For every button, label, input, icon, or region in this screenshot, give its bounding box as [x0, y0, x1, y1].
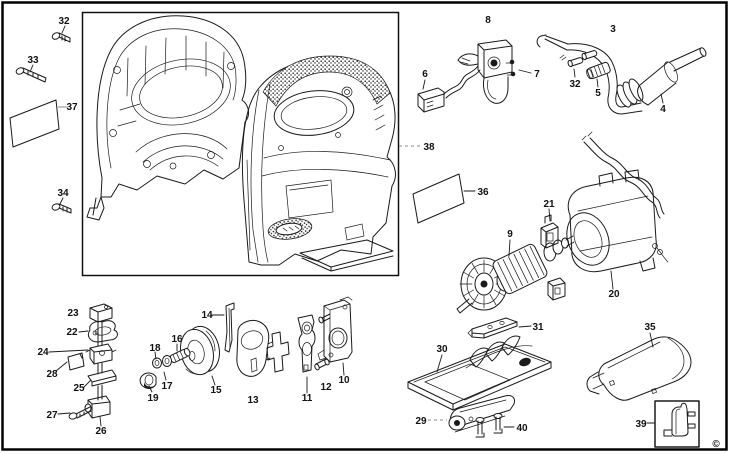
main-assembly-box	[81, 11, 400, 277]
part-label-11: 11	[302, 393, 313, 404]
counterweight-cluster-drawing	[236, 296, 353, 377]
part-label-25: 25	[73, 383, 85, 394]
gear-cluster-drawing	[139, 302, 235, 389]
part-label-4: 4	[660, 104, 666, 115]
part-label-20: 20	[608, 289, 620, 300]
part-label-9: 9	[507, 229, 513, 240]
screw-34-drawing	[51, 203, 72, 214]
clamp-5-drawing	[586, 61, 611, 80]
motor-wires-drawing	[581, 131, 665, 219]
part-labels: 32 33 37 34 23 22 24 28 25 27 26 18 16 1…	[27, 15, 666, 437]
part-label-24: 24	[37, 347, 49, 358]
part-label-22: 22	[66, 327, 78, 338]
copyright-mark: ©	[712, 439, 720, 450]
roller-lever-29-drawing	[448, 395, 515, 433]
leader-35	[649, 332, 654, 348]
part-label-27: 27	[46, 410, 58, 421]
leader-24	[48, 349, 89, 353]
part-label-8: 8	[485, 15, 491, 26]
part-label-7: 7	[534, 69, 540, 80]
leader-6	[422, 79, 426, 90]
leader-30	[436, 354, 443, 373]
base-plate-30-drawing	[407, 335, 552, 411]
leader-27	[57, 412, 71, 415]
leader-9	[508, 239, 511, 257]
leader-28	[55, 361, 68, 372]
part-label-23: 23	[67, 308, 79, 319]
leader-20	[610, 270, 614, 290]
sticker-37-drawing	[9, 99, 60, 148]
part-label-36: 36	[477, 187, 489, 198]
leader-31	[518, 325, 532, 328]
part-label-40: 40	[516, 423, 528, 434]
part-label-16: 16	[171, 334, 183, 345]
part-label-32-left: 32	[58, 16, 70, 27]
part-label-35: 35	[644, 322, 656, 333]
part-label-18: 18	[149, 343, 161, 354]
cable-guard-35-drawing	[586, 336, 692, 401]
part-label-3: 3	[610, 24, 616, 35]
leader-34	[59, 197, 64, 205]
leader-10	[342, 362, 345, 376]
switch-8-drawing	[457, 39, 516, 104]
leader-25	[83, 379, 92, 388]
leader-26	[99, 416, 102, 427]
leader-33	[29, 64, 34, 73]
bracket-31-drawing	[467, 317, 518, 339]
leader-15	[211, 375, 216, 386]
plug-39-drawing	[654, 400, 700, 448]
part-label-33: 33	[27, 55, 39, 66]
part-label-26: 26	[95, 426, 107, 437]
screws-40-drawing	[475, 413, 503, 438]
part-label-14: 14	[201, 310, 213, 321]
part-label-32-right: 32	[569, 79, 581, 90]
part-label-5: 5	[595, 88, 601, 99]
leader-lines	[29, 25, 664, 428]
connector-6-drawing	[417, 65, 481, 113]
part-label-38: 38	[423, 142, 435, 153]
part-label-6: 6	[422, 69, 428, 80]
leader-4	[660, 93, 664, 104]
plunger-stack-drawing	[67, 303, 118, 420]
part-label-28: 28	[46, 369, 58, 380]
part-label-21: 21	[543, 199, 555, 210]
leader-7	[518, 69, 532, 74]
part-label-10: 10	[338, 375, 350, 386]
leader-17	[163, 371, 167, 381]
part-label-30: 30	[436, 344, 448, 355]
leader-19	[148, 385, 153, 393]
part-label-34: 34	[57, 188, 69, 199]
part-label-39: 39	[635, 419, 647, 430]
part-label-17: 17	[161, 381, 173, 392]
strain-relief-4-drawing	[616, 47, 707, 108]
part-label-37: 37	[66, 102, 78, 113]
part-label-31: 31	[532, 322, 544, 333]
screw-32-left-drawing	[51, 32, 71, 43]
part-label-15: 15	[210, 385, 222, 396]
armature-9-drawing	[456, 235, 575, 314]
brush-holder-lower-drawing	[547, 277, 566, 301]
part-label-13: 13	[247, 395, 259, 406]
leader-32-right	[573, 68, 576, 78]
sticker-36-drawing	[412, 173, 465, 224]
pins-32-right-drawing	[559, 50, 598, 68]
part-label-29: 29	[415, 416, 427, 427]
leader-32-left	[61, 25, 66, 34]
screw-33-drawing	[15, 67, 47, 83]
leader-21	[548, 208, 551, 222]
part-label-12: 12	[320, 382, 332, 393]
stator-20-drawing	[566, 169, 669, 273]
brush-holder-21-drawing	[540, 214, 559, 249]
jigsaw-assembled-drawing	[241, 55, 396, 272]
leader-5	[596, 78, 599, 88]
leader-18	[154, 351, 157, 360]
grip-stipple-band	[262, 55, 391, 107]
leader-22	[78, 330, 89, 333]
part-label-19: 19	[147, 393, 159, 404]
